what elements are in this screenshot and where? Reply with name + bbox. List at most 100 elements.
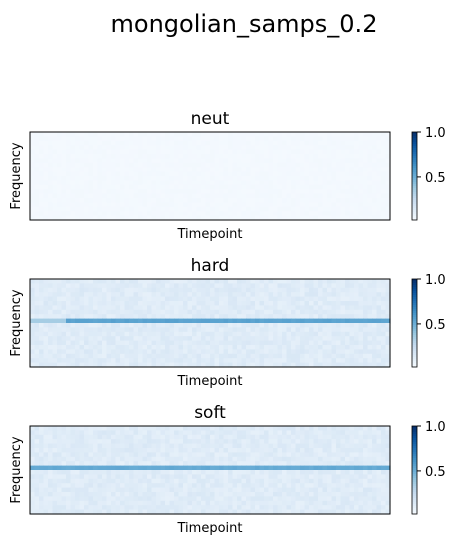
heatmap-cell [34, 430, 40, 436]
heatmap-cell [129, 465, 135, 471]
heatmap-cell [84, 154, 90, 159]
heatmap-cell [210, 184, 216, 190]
heatmap-cell [34, 509, 40, 515]
heatmap-cell [93, 470, 99, 475]
heatmap-cell [196, 461, 202, 467]
heatmap-cell [93, 314, 99, 320]
heatmap-cell [88, 426, 94, 431]
heatmap-cell [358, 492, 364, 497]
heatmap-cell [124, 283, 130, 289]
heatmap-cell [196, 158, 202, 164]
heatmap-cell [66, 358, 72, 364]
heatmap-cell [165, 171, 171, 177]
heatmap-cell [372, 509, 378, 515]
heatmap-cell [214, 461, 220, 467]
heatmap-cell [322, 171, 328, 177]
heatmap-cell [358, 162, 364, 168]
heatmap-cell [214, 336, 220, 342]
heatmap-cell [219, 305, 225, 311]
heatmap-cell [327, 327, 333, 333]
heatmap-cell [304, 474, 310, 480]
heatmap-cell [214, 145, 220, 151]
heatmap-cell [259, 279, 265, 284]
heatmap-cell [385, 443, 391, 449]
heatmap-cell [88, 318, 94, 324]
heatmap-cell [39, 305, 45, 311]
heatmap-cell [111, 461, 117, 467]
heatmap-cell [376, 184, 382, 190]
heatmap-cell [255, 496, 261, 502]
heatmap-cell [264, 483, 270, 489]
heatmap-cell [282, 132, 288, 137]
heatmap-cell [381, 162, 387, 168]
heatmap-cell [241, 176, 247, 181]
heatmap-cell [322, 215, 328, 221]
heatmap-cell [304, 439, 310, 445]
heatmap-cell [385, 189, 391, 195]
heatmap-cell [124, 430, 130, 436]
heatmap-cell [295, 430, 301, 436]
heatmap-cell [372, 336, 378, 342]
heatmap-cell [237, 136, 243, 142]
heatmap-cell [52, 149, 58, 155]
heatmap-cell [124, 145, 130, 151]
heatmap-cell [57, 184, 63, 190]
heatmap-cell [34, 318, 40, 324]
heatmap-cell [138, 184, 144, 190]
heatmap-cell [120, 483, 126, 489]
heatmap-cell [178, 314, 184, 320]
heatmap-cell [291, 279, 297, 284]
heatmap-cell [277, 505, 283, 511]
heatmap-cell [273, 470, 279, 475]
heatmap-cell [282, 167, 288, 173]
heatmap-cell [223, 426, 229, 431]
heatmap-cell [367, 470, 373, 475]
heatmap-cell [381, 448, 387, 453]
heatmap-cell [102, 362, 108, 368]
heatmap-cell [367, 158, 373, 164]
colorbar-tick-label: 1.0 [425, 273, 446, 288]
heatmap-cell [205, 296, 211, 302]
heatmap-cell [151, 162, 157, 168]
heatmap-cell [313, 167, 319, 173]
heatmap-cell [61, 505, 67, 511]
heatmap-cell [57, 358, 63, 364]
heatmap-cell [97, 198, 103, 203]
heatmap-cell [187, 283, 193, 289]
heatmap-cell [84, 358, 90, 364]
heatmap-cell [160, 301, 166, 306]
heatmap-cell [34, 132, 40, 137]
heatmap-cell [255, 434, 261, 440]
heatmap-cell [223, 358, 229, 364]
heatmap-cell [106, 189, 112, 195]
heatmap-cell [273, 140, 279, 146]
heatmap-cell [264, 505, 270, 511]
heatmap-cell [66, 193, 72, 199]
heatmap-cell [340, 215, 346, 221]
heatmap-cell [88, 505, 94, 511]
heatmap-cell [273, 331, 279, 337]
heatmap-cell [97, 430, 103, 436]
heatmap-cell [241, 180, 247, 186]
heatmap-cell [187, 496, 193, 502]
heatmap-cell [93, 358, 99, 364]
heatmap-cell [138, 496, 144, 502]
heatmap-cell [345, 145, 351, 151]
heatmap-cell [349, 509, 355, 515]
heatmap-cell [223, 198, 229, 203]
heatmap-cell [75, 154, 81, 159]
heatmap-cell [201, 309, 207, 315]
heatmap-cell [66, 439, 72, 445]
heatmap-cell [264, 500, 270, 506]
heatmap-cell [160, 509, 166, 515]
heatmap-cell [70, 171, 76, 177]
heatmap-cell [115, 323, 121, 328]
heatmap-cell [385, 184, 391, 190]
heatmap-cell [313, 309, 319, 315]
heatmap-cell [354, 340, 360, 346]
heatmap-cell [196, 478, 202, 484]
heatmap-cell [138, 448, 144, 453]
heatmap-cell [237, 430, 243, 436]
heatmap-cell [106, 132, 112, 137]
heatmap-cell [349, 318, 355, 324]
